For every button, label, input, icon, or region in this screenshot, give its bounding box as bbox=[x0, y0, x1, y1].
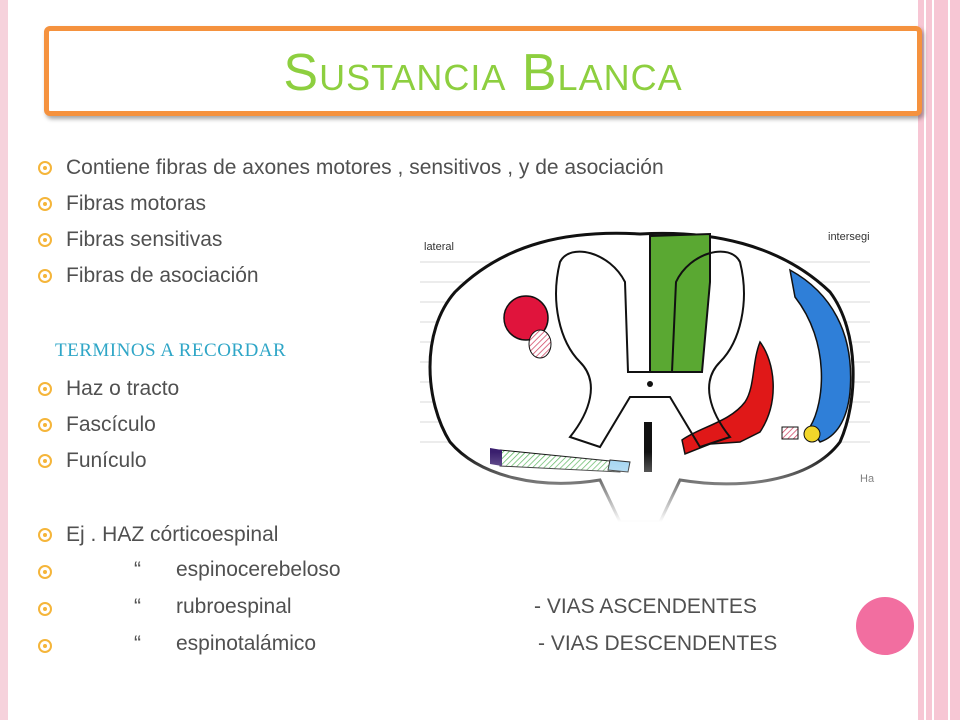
bullet-icon bbox=[38, 269, 52, 283]
note-ascendentes: - VIAS ASCENDENTES bbox=[534, 595, 757, 618]
title-box: Sustancia Blanca bbox=[44, 26, 922, 116]
bullet-text: Fibras sensitivas bbox=[66, 228, 223, 251]
bullet-icon bbox=[38, 528, 52, 542]
ditto-mark: “ bbox=[134, 595, 141, 618]
example-text: espinotalámico bbox=[176, 632, 317, 655]
pink-circle-decoration bbox=[856, 597, 914, 655]
bullet-text: Fibras de asociación bbox=[66, 264, 259, 287]
bullet-text: Contiene fibras de axones motores , sens… bbox=[66, 156, 664, 179]
label-interseg: intersegi bbox=[828, 231, 870, 243]
bullet-icon bbox=[38, 639, 52, 653]
term-text: Fascículo bbox=[66, 413, 156, 436]
example-text: espinocerebeloso bbox=[176, 558, 341, 581]
subheading: TERMINOS A RECORDAR bbox=[55, 340, 287, 361]
spinal-cord-cross-section-image: lateral intersegi Ha bbox=[410, 231, 880, 522]
bullet-icon bbox=[38, 418, 52, 432]
example-heading: Ej . HAZ córticoespinal bbox=[66, 523, 279, 546]
right-decorative-band bbox=[918, 0, 960, 720]
ditto-mark: “ bbox=[134, 558, 141, 581]
term-text: Funículo bbox=[66, 449, 147, 472]
bullet-icon bbox=[38, 565, 52, 579]
bullet-icon bbox=[38, 454, 52, 468]
left-decorative-strip bbox=[0, 0, 8, 720]
example-text: rubroespinal bbox=[176, 595, 292, 618]
bullet-text: Fibras motoras bbox=[66, 192, 207, 215]
bullet-icon bbox=[38, 161, 52, 175]
bullet-icon bbox=[38, 197, 52, 211]
bullet-icon bbox=[38, 382, 52, 396]
term-text: Haz o tracto bbox=[66, 377, 180, 400]
bullet-icon bbox=[38, 602, 52, 616]
bullet-icon bbox=[38, 233, 52, 247]
ditto-mark: “ bbox=[134, 632, 141, 655]
note-descendentes: - VIAS DESCENDENTES bbox=[538, 632, 778, 655]
label-lateral: lateral bbox=[424, 241, 454, 253]
slide-title: Sustancia Blanca bbox=[283, 44, 683, 102]
